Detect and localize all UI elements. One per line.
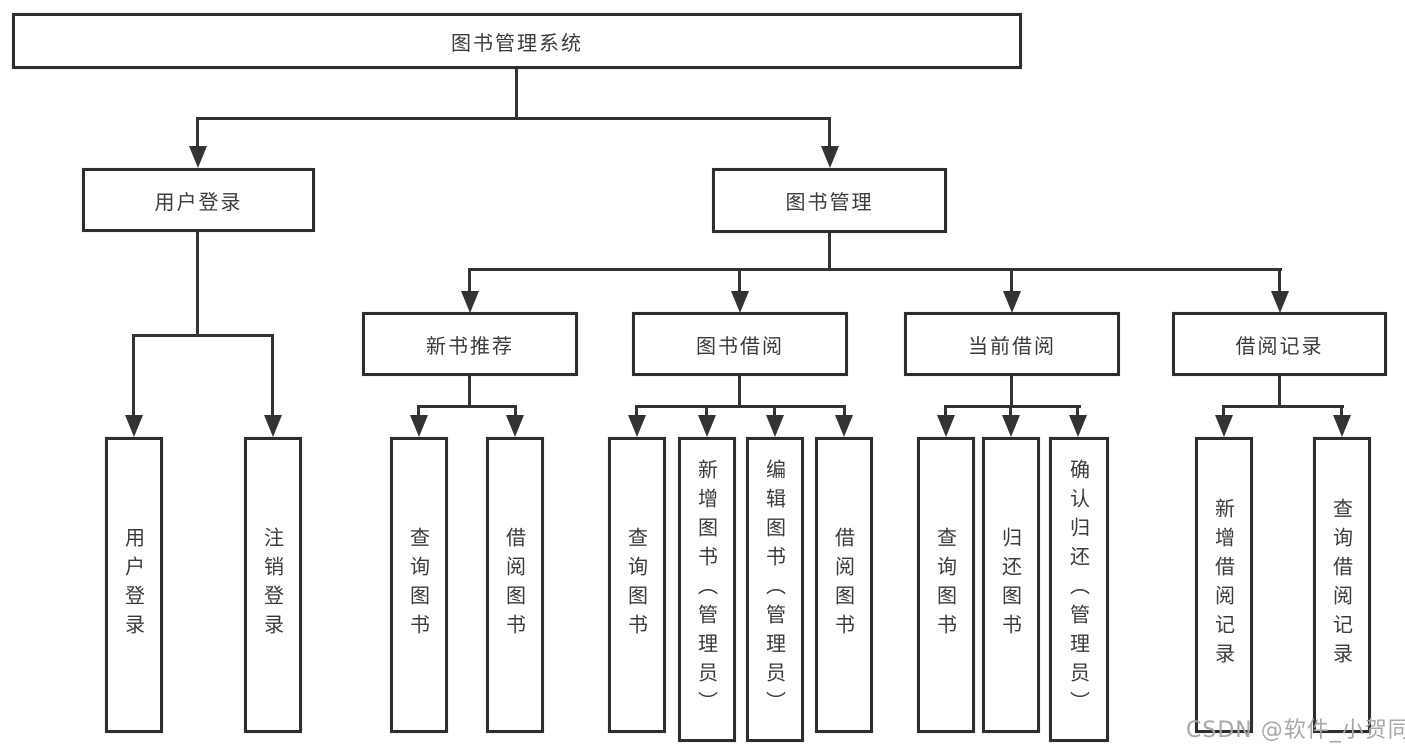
arrow-down-icon	[766, 415, 784, 437]
connector-line	[468, 376, 471, 408]
connector-line	[738, 268, 741, 294]
connector-line	[514, 405, 517, 419]
leaf-add-book-admin: 新增图书（管理员）	[678, 437, 736, 742]
connector-line	[1009, 405, 1012, 419]
arrow-down-icon	[937, 415, 955, 437]
node-book-borrow-label: 图书借阅	[696, 333, 784, 358]
arrow-down-icon	[410, 415, 428, 437]
connector-line	[843, 405, 846, 419]
arrow-down-icon	[1069, 415, 1087, 437]
connector-line	[417, 405, 517, 408]
connector-line	[944, 405, 947, 419]
connector-line	[515, 69, 518, 119]
leaf-borrow-books: 借阅图书	[815, 437, 873, 733]
leaf-logout-login: 注销登录	[244, 437, 302, 733]
arrow-down-icon	[506, 415, 524, 437]
leaf-add-borrow-record-label: 新增借阅记录	[1211, 498, 1236, 672]
arrow-down-icon	[189, 146, 207, 168]
connector-line	[468, 268, 1282, 271]
arrow-down-icon	[264, 415, 282, 437]
connector-line	[635, 405, 638, 419]
leaf-logout-login-label: 注销登录	[260, 527, 285, 643]
leaf-query-books-recommend-label: 查询图书	[406, 527, 431, 643]
arrow-down-icon	[1003, 291, 1021, 313]
leaf-return-books-label: 归还图书	[998, 527, 1023, 643]
arrow-down-icon	[461, 291, 479, 313]
arrow-down-icon	[835, 415, 853, 437]
node-new-book-recommend: 新书推荐	[362, 312, 578, 376]
leaf-query-books-borrow-label: 查询图书	[624, 527, 649, 643]
connector-line	[635, 405, 846, 408]
connector-line	[705, 405, 708, 419]
leaf-query-borrow-record-label: 查询借阅记录	[1329, 498, 1354, 672]
arrow-down-icon	[1271, 291, 1289, 313]
connector-line	[1340, 405, 1343, 419]
arrow-down-icon	[628, 415, 646, 437]
node-new-book-recommend-label: 新书推荐	[426, 333, 514, 358]
node-current-borrow-label: 当前借阅	[968, 333, 1056, 358]
connector-line	[132, 334, 135, 419]
node-borrow-records-label: 借阅记录	[1235, 333, 1324, 358]
connector-line	[1010, 268, 1013, 294]
connector-line	[468, 268, 471, 294]
arrow-down-icon	[1333, 415, 1351, 437]
leaf-borrow-books-label: 借阅图书	[831, 527, 856, 643]
leaf-confirm-return-admin-label: 确认归还（管理员）	[1066, 459, 1091, 720]
leaf-user-login-label: 用户登录	[121, 527, 146, 643]
leaf-query-borrow-record: 查询借阅记录	[1313, 437, 1371, 733]
connector-line	[738, 376, 741, 408]
leaf-query-books-borrow: 查询图书	[608, 437, 666, 733]
leaf-borrow-books-recommend-label: 借阅图书	[502, 527, 527, 643]
leaf-borrow-books-recommend: 借阅图书	[486, 437, 544, 733]
leaf-user-login: 用户登录	[105, 437, 163, 733]
node-root: 图书管理系统	[12, 13, 1022, 69]
arrow-down-icon	[731, 291, 749, 313]
connector-line	[1278, 268, 1281, 294]
connector-line	[132, 334, 274, 337]
connector-line	[417, 405, 420, 419]
connector-line	[828, 117, 831, 150]
node-book-borrow: 图书借阅	[632, 312, 848, 376]
arrow-down-icon	[1215, 415, 1233, 437]
leaf-query-books-current-label: 查询图书	[933, 527, 958, 643]
connector-line	[1278, 376, 1281, 408]
connector-line	[944, 405, 1081, 408]
connector-line	[773, 405, 776, 419]
node-book-management: 图书管理	[712, 168, 947, 233]
connector-line	[1076, 405, 1079, 419]
arrow-down-icon	[125, 415, 143, 437]
connector-line	[196, 232, 199, 337]
node-borrow-records: 借阅记录	[1172, 312, 1387, 376]
leaf-query-books-current: 查询图书	[917, 437, 975, 733]
watermark: CSDN @软件_小贺同学	[1186, 718, 1405, 743]
node-book-management-label: 图书管理	[785, 190, 874, 214]
arrow-down-icon	[821, 146, 839, 168]
node-user-login-label: 用户登录	[154, 189, 243, 214]
leaf-confirm-return-admin: 确认归还（管理员）	[1049, 437, 1109, 742]
connector-line	[196, 117, 831, 120]
node-root-label: 图书管理系统	[451, 30, 583, 55]
connector-line	[1010, 376, 1013, 408]
leaf-add-borrow-record: 新增借阅记录	[1195, 437, 1253, 733]
connector-line	[1222, 405, 1225, 419]
connector-line	[1222, 405, 1344, 408]
connector-line	[271, 334, 274, 419]
node-user-login: 用户登录	[82, 168, 315, 232]
leaf-return-books: 归还图书	[982, 437, 1040, 733]
leaf-query-books-recommend: 查询图书	[390, 437, 448, 733]
leaf-edit-book-admin-label: 编辑图书（管理员）	[762, 459, 787, 720]
node-current-borrow: 当前借阅	[904, 312, 1120, 376]
leaf-edit-book-admin: 编辑图书（管理员）	[746, 437, 804, 742]
connector-line	[196, 117, 199, 150]
connector-line	[828, 233, 831, 271]
arrow-down-icon	[1002, 415, 1020, 437]
leaf-add-book-admin-label: 新增图书（管理员）	[694, 459, 719, 720]
arrow-down-icon	[698, 415, 716, 437]
